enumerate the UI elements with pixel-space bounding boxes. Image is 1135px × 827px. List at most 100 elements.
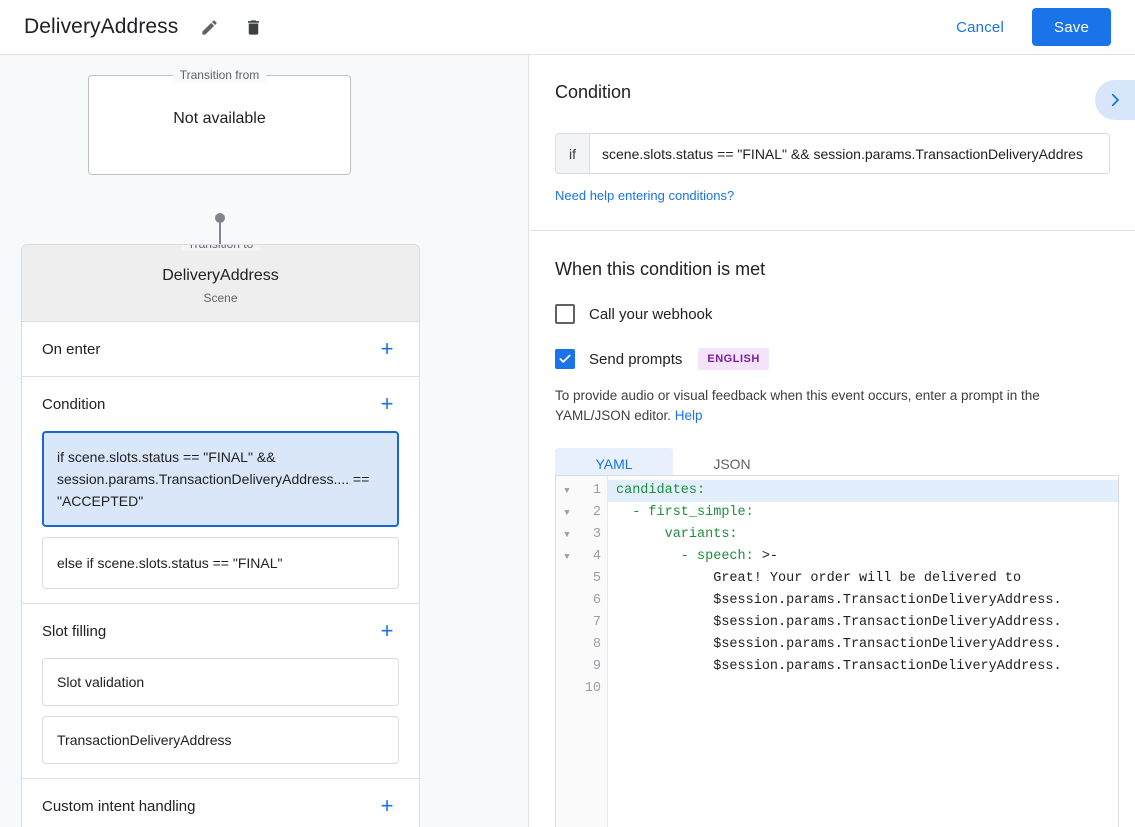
list-item-slot-validation[interactable]: Slot validation (42, 658, 399, 706)
yaml-key-token: variants: (616, 527, 738, 542)
fold-spacer (556, 612, 578, 634)
code-line[interactable]: $session.params.TransactionDeliveryAddre… (608, 590, 1118, 612)
fold-spacer (556, 590, 578, 612)
yaml-value-token: $session.params.TransactionDeliveryAddre… (616, 637, 1062, 652)
prompts-help-link[interactable]: Help (674, 408, 703, 423)
condition-heading: Condition (555, 82, 632, 102)
section-condition-title: Condition (42, 395, 106, 413)
transition-to-subtitle: Scene (203, 291, 238, 305)
editor-format-tabs: YAML JSON (555, 448, 1135, 480)
section-slot-filling-header: Slot filling + (42, 604, 399, 658)
send-prompts-label: Send prompts (589, 350, 683, 368)
line-number: 4 (592, 549, 601, 564)
fold-toggle-icon[interactable]: ▼ (564, 486, 570, 496)
condition-section: Condition if Need help entering conditio… (530, 55, 1135, 231)
yaml-key-token: candidates: (616, 483, 706, 498)
pencil-icon[interactable] (198, 16, 220, 38)
code-line[interactable]: $session.params.TransactionDeliveryAddre… (608, 612, 1118, 634)
condition-list-item[interactable]: else if scene.slots.status == "FINAL" (42, 537, 399, 589)
section-slot-filling-title: Slot filling (42, 622, 107, 640)
chevron-right-icon[interactable] (1095, 80, 1135, 120)
code-content-area[interactable]: candidates: - first_simple: variants: - … (608, 476, 1118, 827)
condition-input-row: if (555, 133, 1110, 174)
section-on-enter: On enter + (22, 322, 419, 377)
condition-help-link[interactable]: Need help entering conditions? (555, 188, 735, 203)
right-panel: Condition if Need help entering conditio… (530, 55, 1135, 827)
yaml-key-token: - speech: (616, 549, 754, 564)
line-number: 6 (592, 593, 601, 608)
app-header: DeliveryAddress Cancel Save (0, 0, 1135, 55)
section-condition: Condition + if scene.slots.status == "FI… (22, 377, 419, 604)
fold-spacer (556, 656, 578, 678)
call-webhook-label: Call your webhook (589, 305, 713, 323)
section-on-enter-header: On enter + (42, 322, 399, 376)
section-custom-intent-handling: Custom intent handling + (22, 779, 419, 827)
transition-to-header: Transition to DeliveryAddress Scene (22, 245, 419, 322)
add-condition-button[interactable]: + (380, 391, 394, 416)
code-line[interactable] (608, 678, 1118, 700)
yaml-value-token: >- (753, 549, 779, 564)
line-number: 2 (592, 505, 601, 520)
add-on-enter-button[interactable]: + (380, 336, 394, 361)
add-slot-filling-button[interactable]: + (380, 618, 394, 643)
slot-filling-list: Slot validation TransactionDeliveryAddre… (42, 658, 399, 778)
page-title: DeliveryAddress (24, 15, 179, 38)
send-prompts-row: Send prompts ENGLISH (555, 348, 1135, 370)
list-item-transaction-delivery-address[interactable]: TransactionDeliveryAddress (42, 716, 399, 764)
line-number: 7 (592, 615, 601, 630)
line-number: 5 (592, 571, 601, 586)
language-badge: ENGLISH (698, 348, 769, 370)
add-custom-intent-button[interactable]: + (380, 793, 394, 818)
transition-to-card: Transition to DeliveryAddress Scene On e… (21, 244, 420, 827)
yaml-value-token: $session.params.TransactionDeliveryAddre… (616, 615, 1062, 630)
fold-toggle-icon[interactable]: ▼ (564, 530, 570, 540)
transition-from-legend: Transition from (172, 68, 267, 82)
send-prompts-checkbox[interactable] (555, 349, 575, 369)
fold-spacer (556, 568, 578, 590)
section-on-enter-title: On enter (42, 340, 101, 358)
yaml-key-token: - first_simple: (616, 505, 754, 520)
save-button[interactable]: Save (1032, 8, 1111, 46)
yaml-value-token: $session.params.TransactionDeliveryAddre… (616, 593, 1062, 608)
line-number: 3 (592, 527, 601, 542)
code-line[interactable]: Great! Your order will be delivered to (608, 568, 1118, 590)
code-line[interactable]: - first_simple: (608, 502, 1118, 524)
transition-from-box: Transition from Not available (88, 68, 351, 175)
transition-from-value: Not available (173, 110, 266, 127)
fold-spacer (556, 678, 578, 700)
transition-to-legend: Transition to (180, 245, 261, 251)
fold-toggle-icon[interactable]: ▼ (564, 508, 570, 518)
line-number: 10 (584, 681, 601, 696)
fold-spacer (556, 634, 578, 656)
trash-icon[interactable] (242, 16, 264, 38)
code-line[interactable]: $session.params.TransactionDeliveryAddre… (608, 656, 1118, 678)
line-number: 9 (592, 659, 601, 674)
code-line[interactable]: - speech: >- (608, 546, 1118, 568)
fold-toggle-icon[interactable]: ▼ (564, 552, 570, 562)
condition-list-item-selected[interactable]: if scene.slots.status == "FINAL" && sess… (42, 431, 399, 527)
line-number: 1 (592, 483, 601, 498)
prompts-helper-text-body: To provide audio or visual feedback when… (555, 388, 1040, 423)
section-custom-intent-title: Custom intent handling (42, 797, 196, 815)
section-condition-header: Condition + (42, 377, 399, 431)
transition-to-title: DeliveryAddress (162, 267, 279, 284)
yaml-value-token: $session.params.TransactionDeliveryAddre… (616, 659, 1062, 674)
section-slot-filling: Slot filling + Slot validation Transacti… (22, 604, 419, 779)
yaml-value-token: Great! Your order will be delivered to (616, 571, 1022, 586)
section-divider (530, 230, 1135, 231)
webhook-row: Call your webhook (555, 304, 1135, 324)
section-custom-intent-header: Custom intent handling + (42, 779, 399, 827)
when-condition-met-heading: When this condition is met (555, 259, 766, 279)
code-fold-gutter: ▼ ▼ ▼ ▼ (556, 476, 578, 827)
code-line[interactable]: variants: (608, 524, 1118, 546)
code-line[interactable]: $session.params.TransactionDeliveryAddre… (608, 634, 1118, 656)
condition-expression-input[interactable] (590, 134, 1109, 173)
call-webhook-checkbox[interactable] (555, 304, 575, 324)
condition-list: if scene.slots.status == "FINAL" && sess… (42, 431, 399, 603)
tab-yaml[interactable]: YAML (555, 448, 673, 480)
code-line[interactable]: candidates: (608, 480, 1118, 502)
tab-json[interactable]: JSON (713, 456, 751, 472)
cancel-button[interactable]: Cancel (942, 11, 1018, 44)
